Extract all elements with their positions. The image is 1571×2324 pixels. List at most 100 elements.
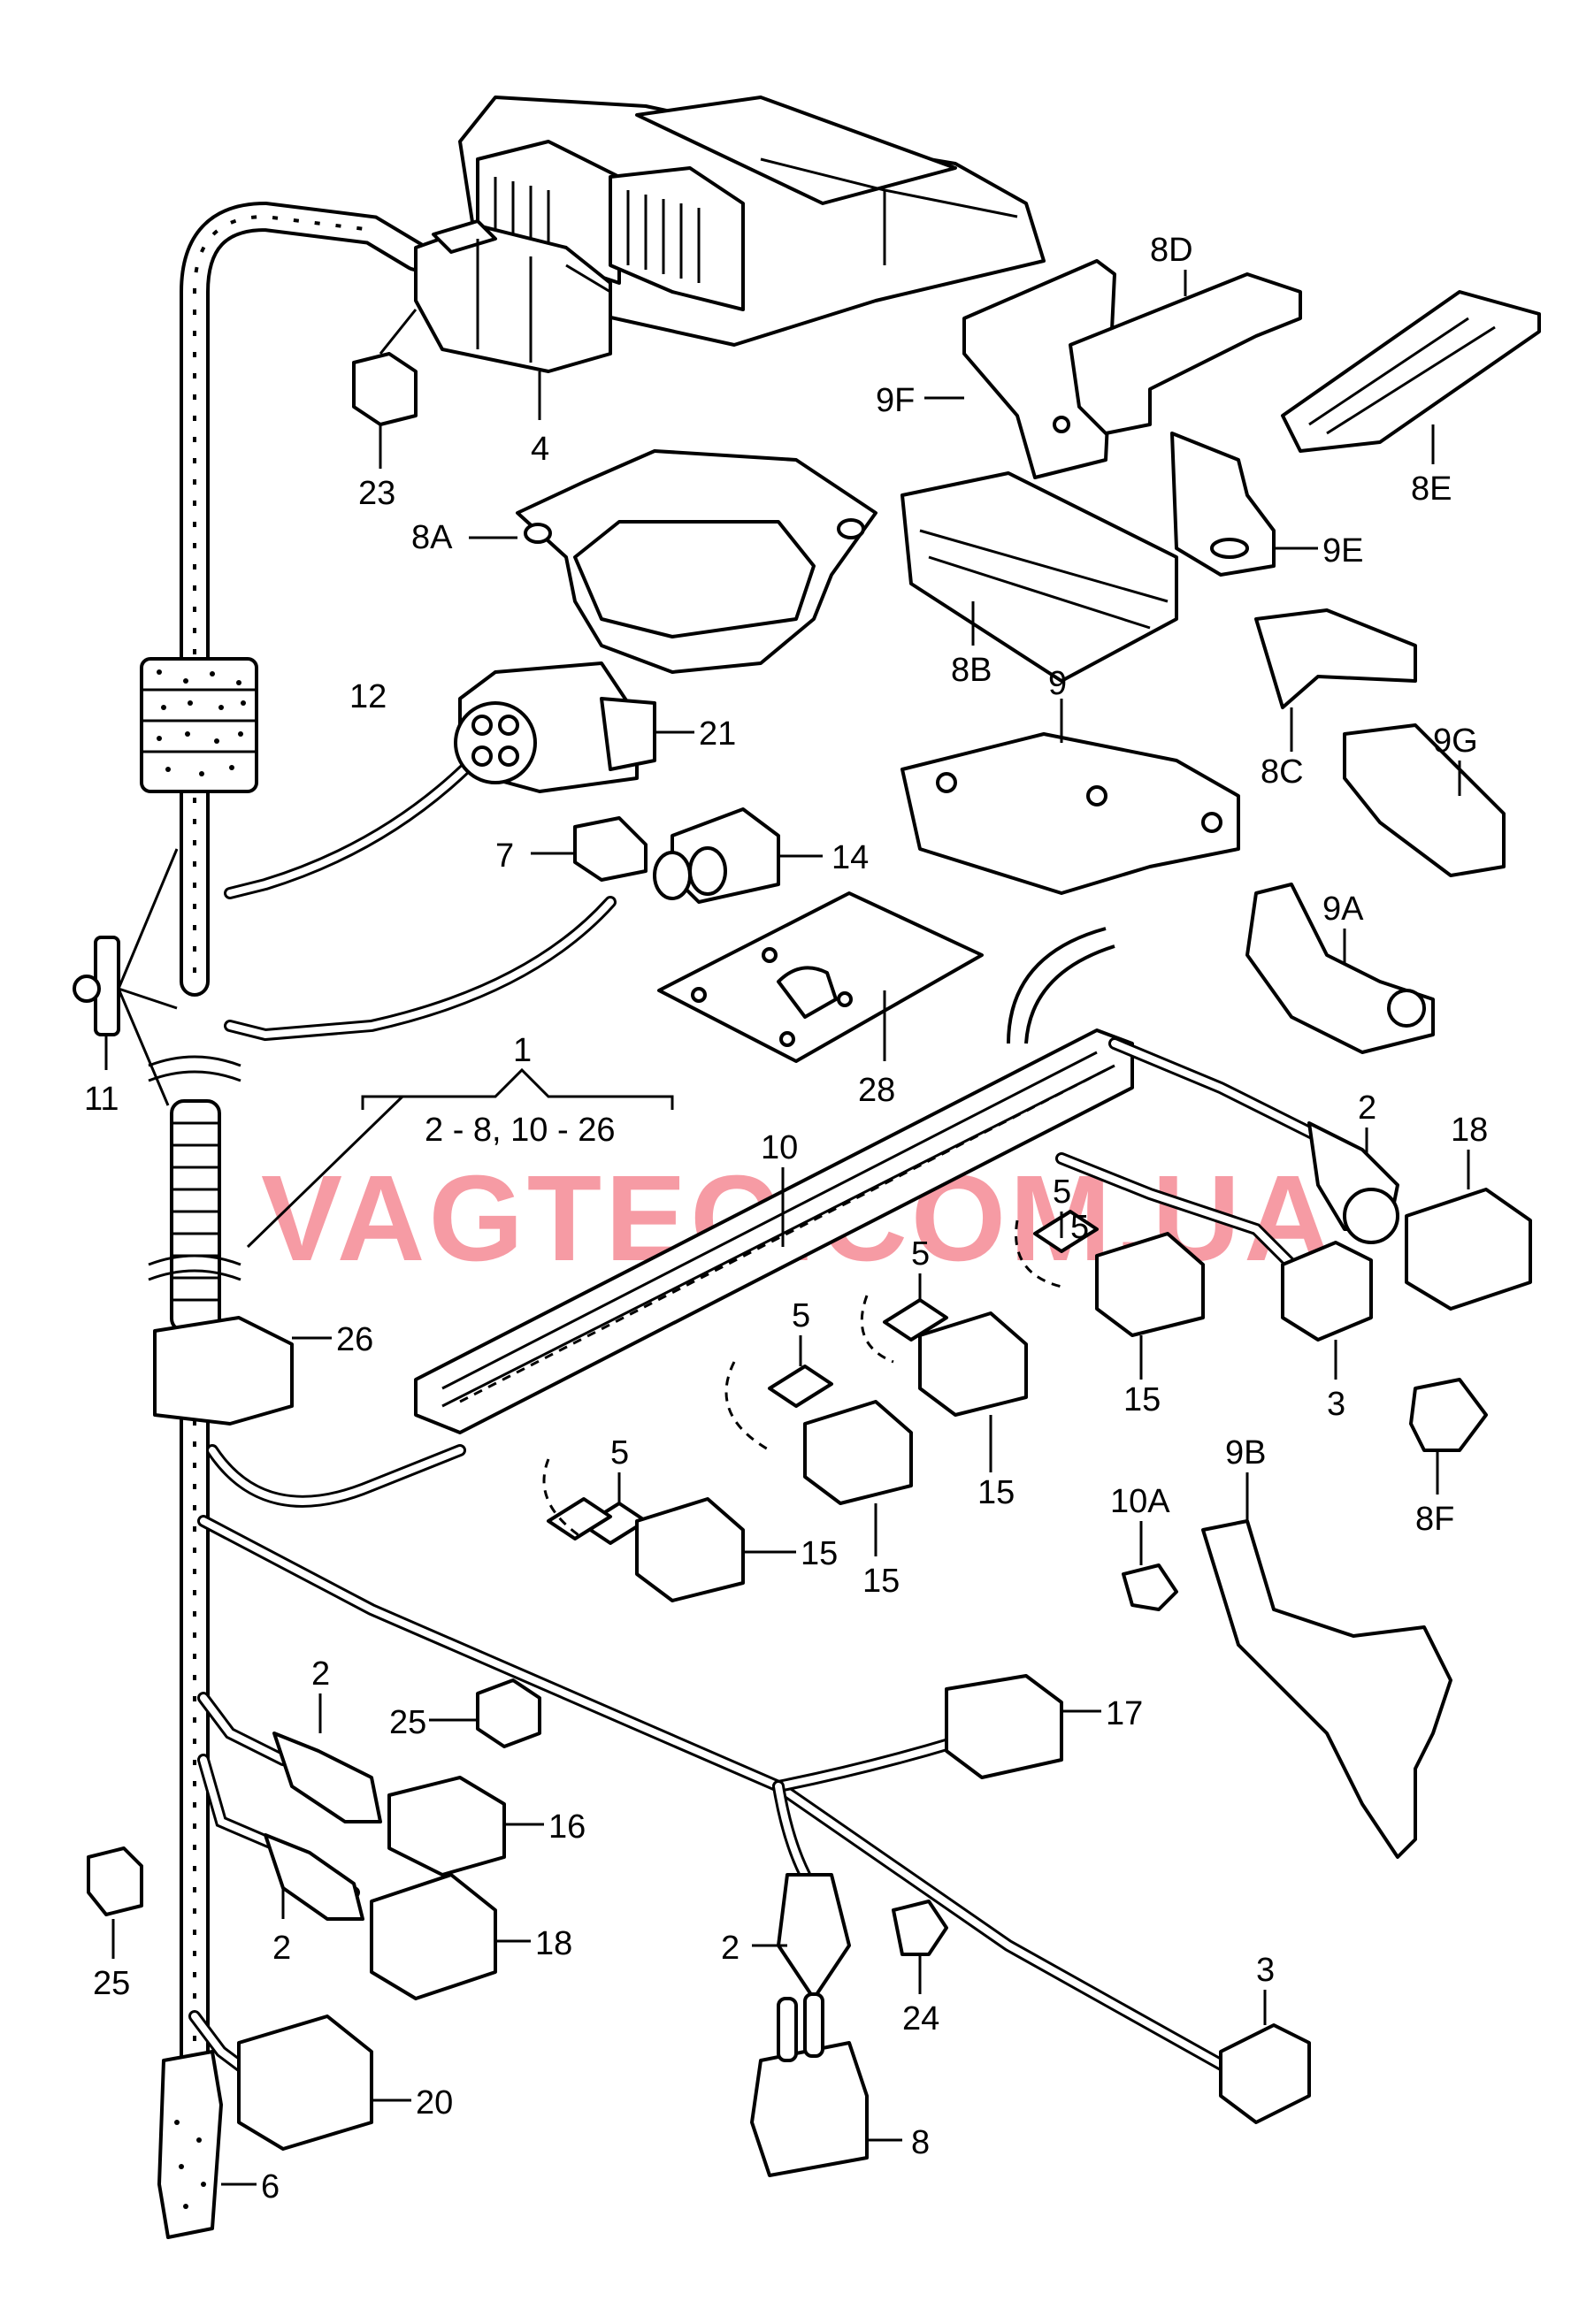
grommet-12 — [140, 657, 258, 793]
label-24: 24 — [902, 2000, 939, 2037]
bracket-9E — [1170, 432, 1318, 577]
connector-17 — [772, 1674, 1101, 1793]
label-20: 20 — [416, 2084, 453, 2121]
label-group-range: 2 - 8, 10 - 26 — [425, 1112, 615, 1149]
label-10: 10 — [761, 1129, 798, 1166]
part-labels: 4 23 8A 12 21 7 14 11 1 2 - 8, 10 - 26 2… — [84, 232, 1488, 2206]
connector-15-a — [542, 1458, 796, 1602]
label-6: 6 — [261, 2168, 280, 2206]
connector-3-b — [1219, 1990, 1311, 2124]
grommet-2-b — [272, 1693, 382, 1823]
grommet-2-d — [752, 1780, 851, 2000]
connector-3-a — [1281, 1241, 1373, 1380]
label-15-b: 15 — [862, 1563, 900, 1600]
label-9G: 9G — [1433, 722, 1478, 760]
clip-5-c — [883, 1273, 948, 1342]
connector-20 — [237, 2014, 411, 2151]
label-3-b: 3 — [1256, 1952, 1275, 1989]
label-14: 14 — [831, 839, 869, 876]
plug-25-a — [429, 1678, 541, 1748]
connector-15-b — [724, 1361, 913, 1556]
bracket-9G — [1343, 723, 1506, 877]
rail-10 — [414, 927, 1134, 1434]
holder-26 — [153, 1316, 332, 1426]
label-9: 9 — [1048, 665, 1067, 702]
bracket-8E — [1281, 290, 1541, 464]
label-group-1: 1 — [513, 1032, 532, 1069]
sensor-6 — [157, 2050, 257, 2239]
label-18-a: 18 — [1451, 1112, 1488, 1149]
connector-15-c — [860, 1295, 1028, 1472]
clip-11 — [73, 848, 179, 1106]
label-8A: 8A — [411, 519, 453, 556]
connector-18-b — [370, 1873, 531, 2000]
label-18-b: 18 — [535, 1925, 572, 1962]
bracket-8A — [469, 449, 877, 674]
group-bracket-1 — [246, 1067, 674, 1249]
label-5-c: 5 — [911, 1235, 930, 1273]
clip-24 — [892, 1900, 948, 1994]
label-8B: 8B — [951, 652, 992, 689]
bracket-8B — [900, 471, 1178, 683]
label-4: 4 — [531, 431, 549, 468]
label-15-a: 15 — [801, 1535, 838, 1572]
connector-16 — [387, 1776, 544, 1877]
label-12: 12 — [349, 678, 387, 715]
label-5-e: 5 — [1070, 1209, 1089, 1246]
label-8D: 8D — [1150, 232, 1193, 269]
clip-10A — [1122, 1521, 1178, 1611]
clip-8F — [1409, 1378, 1488, 1495]
connector-7-14-lead — [224, 807, 823, 1042]
bracket-8C — [1254, 608, 1417, 752]
bracket-9B — [1201, 1472, 1452, 1859]
clip-5-b — [768, 1335, 833, 1408]
label-3-a: 3 — [1327, 1386, 1345, 1423]
connector-8 — [750, 1992, 902, 2177]
label-8E: 8E — [1411, 470, 1452, 508]
plug-25-b — [87, 1846, 143, 1959]
connector-4 — [414, 219, 612, 420]
label-16: 16 — [548, 1808, 586, 1846]
clip-5-e — [547, 1497, 612, 1540]
bracket-9A — [1245, 883, 1435, 1054]
connector-21 — [224, 661, 694, 899]
label-15-c: 15 — [977, 1474, 1015, 1511]
label-5-a: 5 — [610, 1434, 629, 1472]
label-5-d: 5 — [1053, 1173, 1071, 1211]
right-harness — [1055, 1037, 1333, 1280]
label-23: 23 — [358, 475, 395, 512]
label-25-b: 25 — [93, 1965, 130, 2002]
bracket-9F — [924, 259, 1116, 479]
label-21: 21 — [699, 715, 736, 753]
clip-23 — [352, 309, 418, 469]
label-9A: 9A — [1322, 891, 1364, 928]
label-8F: 8F — [1415, 1501, 1454, 1538]
label-2-a: 2 — [1358, 1089, 1376, 1127]
label-7: 7 — [495, 837, 514, 875]
label-26: 26 — [336, 1321, 373, 1358]
label-8: 8 — [911, 2124, 930, 2161]
connector-15-d — [1015, 1219, 1205, 1380]
clip-5-d — [1033, 1210, 1099, 1253]
label-15-d: 15 — [1123, 1381, 1161, 1418]
plate-28 — [657, 891, 984, 1063]
label-9E: 9E — [1322, 532, 1363, 570]
label-5-b: 5 — [792, 1297, 810, 1334]
label-10A: 10A — [1110, 1483, 1170, 1520]
label-28: 28 — [858, 1072, 895, 1109]
label-2-c: 2 — [272, 1930, 291, 1967]
label-9F: 9F — [876, 382, 915, 419]
bracket-9 — [900, 699, 1240, 895]
label-8C: 8C — [1261, 753, 1304, 791]
grommet-2-a — [1307, 1121, 1399, 1244]
label-2-d: 2 — [721, 1930, 740, 1967]
grommet-2-c — [264, 1833, 364, 1921]
label-11: 11 — [84, 1081, 119, 1118]
connector-18-a — [1405, 1150, 1532, 1311]
main-harness-trunk — [148, 201, 431, 2076]
label-17: 17 — [1106, 1695, 1143, 1732]
label-25-a: 25 — [389, 1704, 426, 1741]
label-2-b: 2 — [311, 1655, 330, 1693]
bracket-8D — [1069, 270, 1302, 435]
